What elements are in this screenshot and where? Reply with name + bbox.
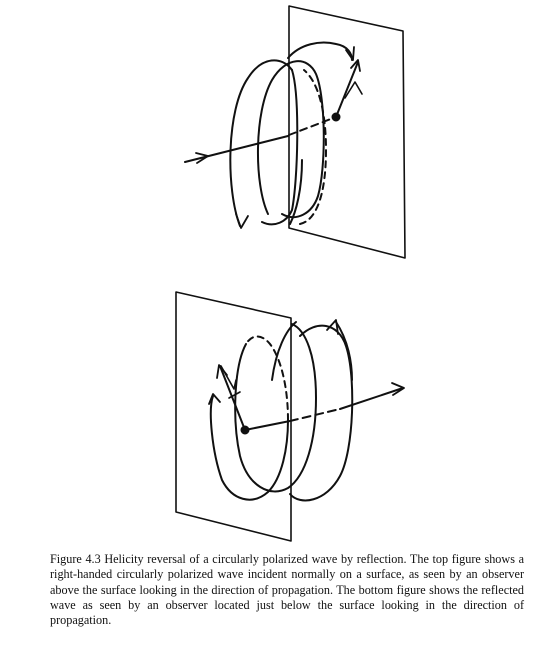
top-helix-ring-3-upper — [287, 41, 353, 61]
top-field-vector — [335, 61, 359, 118]
top-axis-dashed — [288, 116, 337, 136]
bottom-helix-ring-2 — [234, 323, 317, 493]
bottom-helix-arrow-icon — [326, 319, 339, 335]
bottom-helix-ring-back — [245, 335, 289, 421]
bottom-figure — [175, 291, 405, 542]
top-helix-ring-2 — [257, 60, 325, 219]
bottom-helix-left-arrow-icon — [208, 393, 221, 405]
figure-diagram — [175, 5, 406, 542]
bottom-helix-outer-arc — [335, 321, 353, 381]
top-helix-ring-3 — [289, 159, 303, 225]
bottom-axis-solid — [244, 420, 291, 431]
top-helix-ring-back — [299, 69, 327, 225]
bottom-helix-ring-3 — [271, 321, 297, 381]
top-helix-ring-1-lower — [261, 69, 299, 226]
bottom-reflecting-plane — [175, 291, 292, 542]
top-rotation-arrow-icon — [344, 81, 363, 99]
figure-caption: Figure 4.3 Helicity reversal of a circul… — [50, 552, 524, 628]
bottom-field-vector — [219, 365, 246, 431]
top-helix-bottom-arrow-icon — [235, 213, 249, 229]
top-reflecting-plane — [288, 5, 406, 259]
top-figure — [184, 5, 406, 259]
bottom-axis-arrow-icon — [391, 382, 405, 396]
top-axis-arrow-icon — [195, 152, 209, 164]
top-field-vector-arrow-icon — [350, 59, 361, 72]
top-helix-ring-1 — [229, 59, 293, 227]
bottom-helix-ring-1 — [209, 395, 289, 501]
bottom-propagation-axis — [339, 387, 404, 410]
top-helix-arrow-icon — [345, 46, 355, 61]
top-propagation-axis — [184, 135, 289, 163]
